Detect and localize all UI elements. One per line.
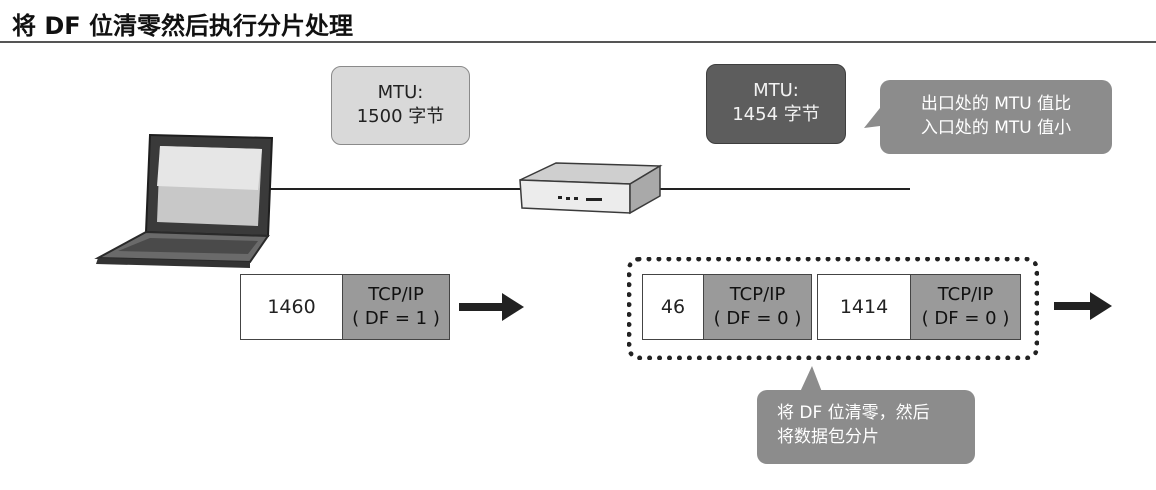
packet-header: TCP/IP ( DF = 1 ): [343, 275, 449, 339]
header-df-flag: ( DF = 0 ): [921, 308, 1010, 329]
mtu-comparison-note: 出口处的 MTU 值比 入口处的 MTU 值小: [880, 80, 1112, 154]
header-df-flag: ( DF = 0 ): [713, 308, 802, 329]
packet-payload-size: 1414: [818, 275, 911, 339]
fragment-packet-1: 46 TCP/IP ( DF = 0 ): [642, 274, 812, 340]
mtu-outbound-label: MTU:: [753, 80, 799, 101]
arrow-right-icon: [459, 293, 524, 321]
mtu-outbound-value: 1454 字节: [732, 104, 820, 125]
packet-payload-size: 46: [643, 275, 704, 339]
note-df-tail: [800, 366, 822, 392]
header-protocol: TCP/IP: [368, 284, 424, 305]
packet-header: TCP/IP ( DF = 0 ): [704, 275, 811, 339]
page-title: 将 DF 位清零然后执行分片处理: [12, 12, 354, 40]
header-df-flag: ( DF = 1 ): [352, 308, 440, 329]
header-protocol: TCP/IP: [729, 284, 786, 305]
mtu-inbound-label: MTU:: [377, 82, 424, 103]
note-line: 入口处的 MTU 值小: [920, 118, 1072, 138]
laptop-icon: [94, 133, 274, 268]
arrow-right-icon: [1054, 292, 1112, 320]
note-line: 将 DF 位清零，然后: [777, 403, 930, 423]
note-line: 将数据包分片: [777, 427, 879, 447]
df-clear-note: 将 DF 位清零，然后 将数据包分片: [757, 390, 975, 464]
router-icon: [519, 162, 663, 215]
original-packet: 1460 TCP/IP ( DF = 1 ): [240, 274, 450, 340]
fragments-group-frame: [627, 257, 1039, 360]
mtu-inbound-value: 1500 字节: [356, 106, 445, 127]
mtu-inbound-bubble: MTU: 1500 字节: [331, 66, 470, 145]
title-divider: [0, 41, 1156, 43]
packet-payload-size: 1460: [241, 275, 343, 339]
packet-header: TCP/IP ( DF = 0 ): [911, 275, 1020, 339]
fragment-packet-2: 1414 TCP/IP ( DF = 0 ): [817, 274, 1021, 340]
header-protocol: TCP/IP: [937, 284, 994, 305]
note-line: 出口处的 MTU 值比: [920, 94, 1072, 114]
note-out-tail: [864, 108, 880, 128]
mtu-outbound-bubble: MTU: 1454 字节: [706, 64, 846, 144]
